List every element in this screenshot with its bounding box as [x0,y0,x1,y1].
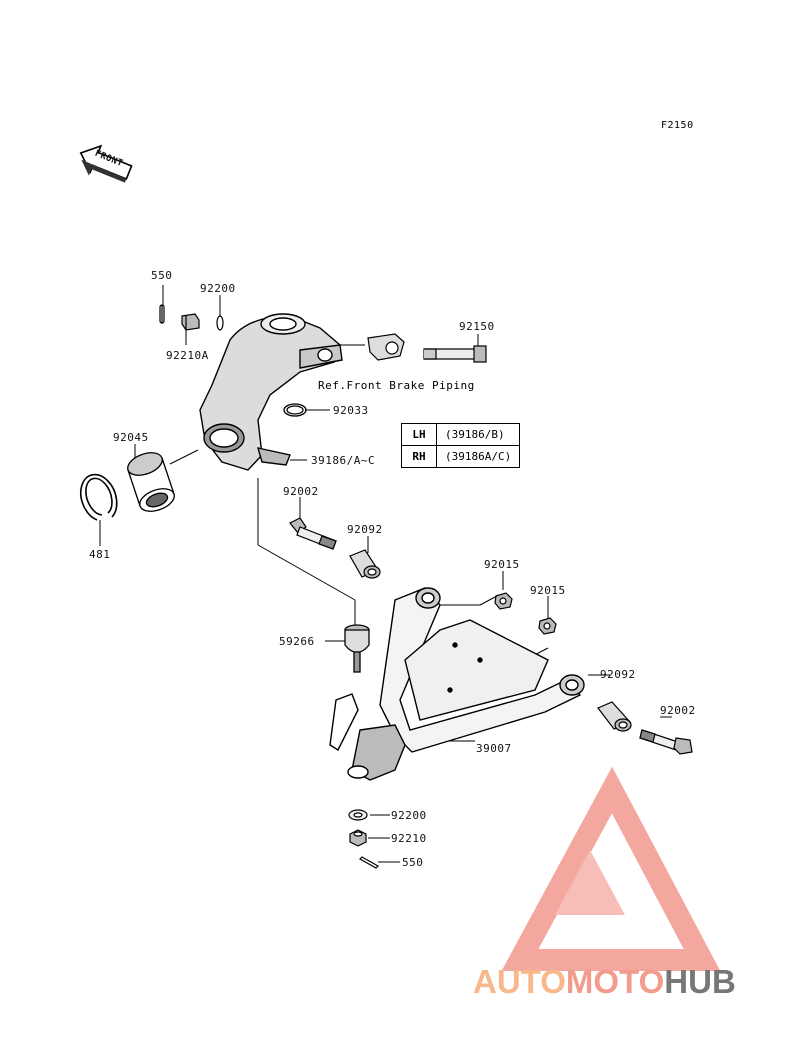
label-92150[interactable]: 92150 [459,320,495,333]
bushing-92092-right-icon [597,701,632,732]
label-92210-bottom[interactable]: 92210 [391,832,427,845]
circlip-481-icon [79,473,118,521]
a-arm-39007-icon [329,587,585,781]
bolt-92150-icon [423,345,487,363]
reference-note: Ref.Front Brake Piping [318,379,475,392]
side-rh: RH [401,445,437,468]
label-550-bottom[interactable]: 550 [402,856,424,869]
label-481[interactable]: 481 [89,548,111,561]
watermark-part-hub: HUB [664,963,736,1000]
label-92002-top[interactable]: 92002 [283,485,319,498]
watermark-logo-icon [501,766,721,971]
bushing-92092-left-icon [349,549,381,579]
washer-top-icon [216,315,224,331]
part-lh: (39186/B) [435,423,521,446]
bolt-92002-right-icon [639,729,693,755]
washer-bottom-icon [348,809,368,821]
label-92092-right[interactable]: 92092 [600,668,636,681]
label-92200-top[interactable]: 92200 [200,282,236,295]
label-92045[interactable]: 92045 [113,431,149,444]
bolt-92002-top-icon [289,517,337,550]
cotter-pin-top-icon [159,304,165,324]
label-92015-a[interactable]: 92015 [484,558,520,571]
snap-ring-92033-icon [283,403,307,417]
nut-92015-b-icon [538,617,557,635]
side-table: LH (39186/B) RH (39186A/C) [401,423,521,468]
castle-nut-bottom-icon [349,829,367,847]
label-92092-left[interactable]: 92092 [347,523,383,536]
label-92015-b[interactable]: 92015 [530,584,566,597]
label-550-top[interactable]: 550 [151,269,173,282]
part-rh: (39186A/C) [435,445,521,468]
label-92033[interactable]: 92033 [333,404,369,417]
bearing-92045-icon [127,452,175,512]
nut-92015-a-icon [494,592,513,610]
watermark-text: AUTOMOTOHUB [473,963,736,1001]
watermark-part-auto: AUTO [473,963,566,1000]
label-92002-right[interactable]: 92002 [660,704,696,717]
label-39186[interactable]: 39186/A~C [311,454,376,467]
side-lh: LH [401,423,437,446]
ball-joint-59266-icon [344,624,370,673]
steering-knuckle-icon [199,313,343,471]
brake-pipe-clamp-icon [367,333,405,361]
label-39007[interactable]: 39007 [476,742,512,755]
label-92210a[interactable]: 92210A [166,349,209,362]
table-row: RH (39186A/C) [401,445,521,468]
leader-lines [99,285,672,863]
watermark-part-moto: MOTO [565,963,665,1000]
castle-nut-top-icon [181,313,200,331]
label-59266[interactable]: 59266 [279,635,315,648]
figure-code: F2150 [661,120,694,131]
cotter-pin-bottom-icon [359,856,379,869]
front-arrow-icon [79,144,133,183]
label-92200-bottom[interactable]: 92200 [391,809,427,822]
table-row: LH (39186/B) [401,423,521,446]
